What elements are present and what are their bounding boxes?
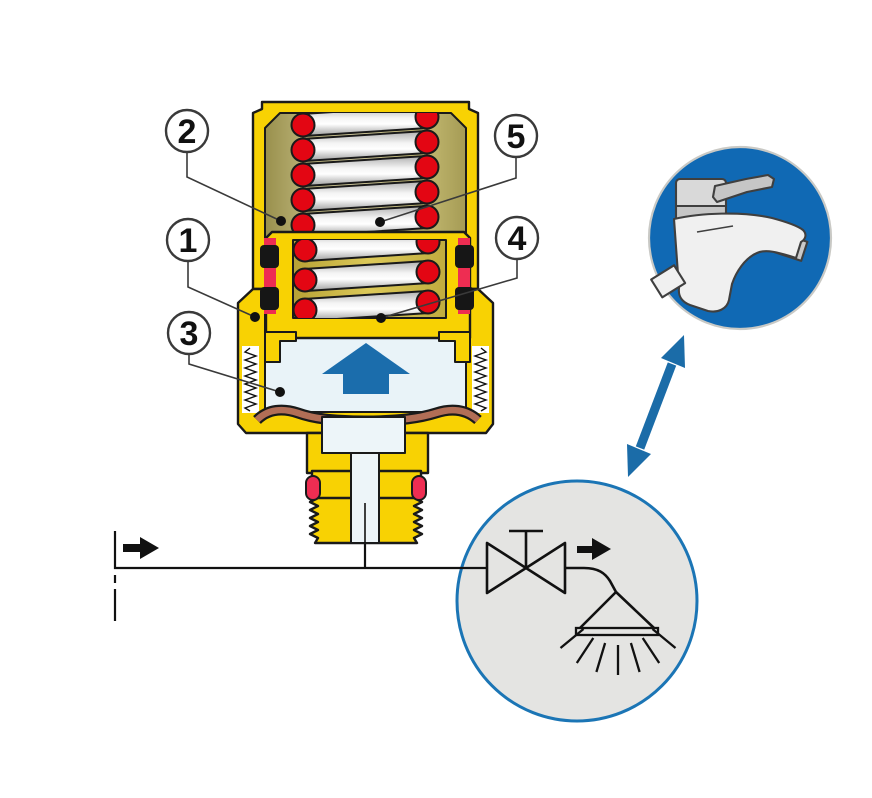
callout-label-3: 3	[180, 315, 199, 353]
callout-label-1: 1	[179, 222, 198, 260]
faucet-icon	[650, 173, 809, 313]
faucet-side-tab	[650, 264, 687, 299]
outlet-schematic	[455, 479, 699, 723]
callout-circle-5	[493, 113, 539, 159]
callout-circle-1	[165, 217, 211, 263]
valve-handle-symbol	[509, 529, 543, 568]
faucet-body-line	[696, 225, 734, 233]
callout-label-2: 2	[178, 113, 197, 151]
schematic-circle	[455, 479, 699, 723]
callout-5: 5	[375, 113, 539, 227]
flow-direction-arrow-icon	[123, 537, 159, 559]
pipe-line	[113, 503, 487, 621]
obturator-foot	[321, 416, 406, 454]
upper-spring	[290, 113, 440, 233]
guide-tab-right	[438, 331, 471, 363]
piston-seals	[260, 238, 474, 314]
callout-circle-2	[164, 108, 210, 154]
spray-cone-lines	[579, 591, 655, 629]
tail-oring-left	[305, 475, 321, 501]
tail-oring-right	[411, 475, 427, 501]
double-headed-arrow-icon	[627, 335, 685, 477]
spring-coil-bars	[301, 113, 429, 233]
flange-knurl-slots	[242, 346, 489, 413]
flow-arrow-icon	[577, 538, 611, 560]
guide-tab-left	[264, 331, 297, 363]
spring-coil-bars-lower	[303, 240, 430, 318]
link-arrow-heads	[627, 335, 685, 477]
callout-4: 4	[376, 215, 540, 323]
link-arrow-shaft	[635, 362, 677, 450]
piston-spring	[293, 240, 441, 318]
obturator	[321, 416, 406, 544]
callout-label-5: 5	[507, 118, 526, 156]
faucet-lever	[711, 173, 776, 204]
callout-label-4: 4	[508, 220, 527, 258]
faucet-body	[672, 212, 807, 313]
callout-3: 3	[166, 310, 285, 397]
spring-wire-cross-sections	[290, 113, 440, 233]
schematic-symbols	[485, 529, 677, 675]
flow-up-arrow-icon	[322, 343, 410, 394]
valve-cross-section	[236, 100, 495, 545]
faucet-sign	[647, 145, 833, 331]
knurl-zigzag-right	[472, 347, 489, 412]
callout-circle-4	[494, 215, 540, 261]
outlet-pipe-curve	[565, 566, 618, 593]
spray-outlet-symbol	[559, 628, 677, 675]
knurl-zigzag-left	[242, 347, 259, 412]
supply-pipe-line	[113, 531, 487, 570]
callout-1: 1	[165, 217, 260, 322]
callouts: 2 5 1 4 3	[164, 108, 540, 397]
spray-nozzle-bar	[574, 626, 660, 637]
callout-2: 2	[164, 108, 286, 226]
spring-wire-cross-sections-lower	[293, 240, 441, 318]
tail-orings	[305, 475, 427, 501]
piston-guide-tabs	[264, 331, 471, 363]
callout-circle-3	[166, 310, 212, 356]
